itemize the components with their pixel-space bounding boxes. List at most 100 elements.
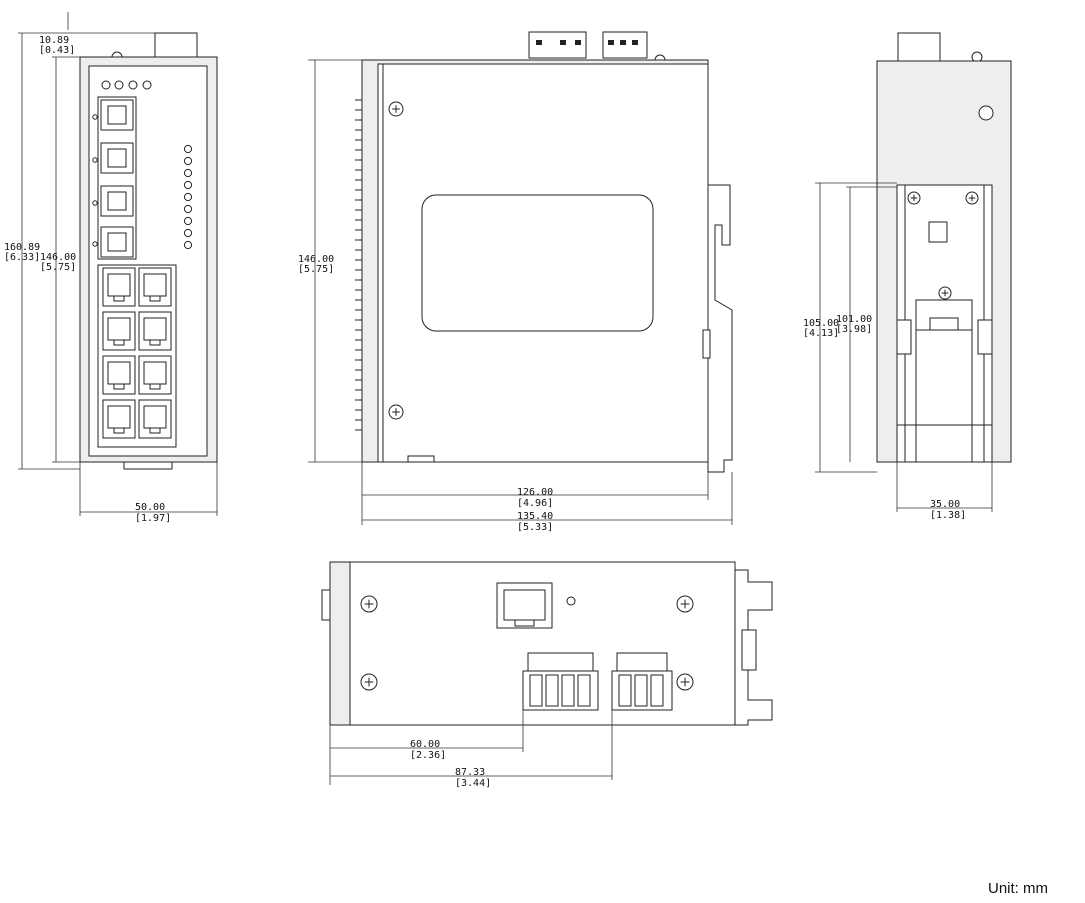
bottom-left-tab (321, 589, 331, 621)
dim-rear-height-inner-mm: 101.00 (836, 314, 872, 325)
bottom-console-latch (514, 619, 535, 627)
dim-rear-height-outer-in: [4.13] (803, 328, 839, 339)
dim-front-body-height-mm: 146.00 (40, 252, 76, 263)
sfp-led-1 (92, 157, 98, 163)
dim-side-height-mm: 146.00 (298, 254, 334, 265)
dim-front-width-mm: 50.00 (135, 502, 165, 513)
rj45-ports (102, 267, 172, 439)
pin-0-0 (536, 40, 542, 45)
side-top-pins (536, 40, 638, 45)
side-led-0 (183, 144, 193, 154)
side-clip-latch (702, 329, 711, 359)
rj-latch-3-0 (113, 427, 125, 434)
front-view: 10.89 [0.43] 160.89 [6.33] 146.00 [5.75]… (4, 12, 218, 524)
rj-latch-2-0 (113, 383, 125, 390)
dim-bottom-offset-2-mm: 87.33 (455, 767, 485, 778)
term2-pin-2 (650, 674, 664, 707)
side-label-area (421, 194, 654, 332)
sfp-led-0 (92, 114, 98, 120)
bottom-din-clip (734, 569, 773, 726)
side-ribs (355, 99, 362, 431)
dim-rear-height-inner-in: [3.98] (836, 324, 872, 335)
side-led-1 (183, 156, 193, 166)
rear-right-tab (977, 319, 993, 355)
sfp-slots (92, 99, 134, 258)
dim-side-height-in: [5.75] (298, 264, 334, 275)
rj-jack-2-0 (107, 361, 131, 385)
side-bottom-tab (407, 455, 435, 463)
side-screws (388, 101, 404, 420)
rear-top-screw-hole (978, 105, 994, 121)
dim-side-depth-body-mm: 126.00 (517, 487, 553, 498)
dim-rear-width-mm: 35.00 (930, 499, 960, 510)
side-led-5 (183, 204, 193, 214)
bottom-console-jack (503, 589, 546, 621)
rj-jack-3-0 (107, 405, 131, 429)
rj-jack-1-1 (143, 317, 167, 341)
side-led-3 (183, 180, 193, 190)
side-led-6 (183, 216, 193, 226)
rj-jack-1-0 (107, 317, 131, 341)
sfp-slot-inner-2 (107, 191, 127, 211)
rj-latch-0-0 (113, 295, 125, 302)
dim-top-offset-mm: 10.89 (39, 35, 69, 46)
bottom-terminal-pins (529, 674, 664, 707)
rj-latch-1-1 (149, 339, 161, 346)
rj-latch-3-1 (149, 427, 161, 434)
bottom-clip-latch (741, 629, 757, 671)
bottom-screws (360, 595, 694, 691)
top-led-3 (142, 80, 152, 90)
bottom-terminal-2-top (616, 652, 668, 672)
rj-jack-0-0 (107, 273, 131, 297)
side-din-clip (707, 184, 733, 473)
dim-rear-height-outer-mm: 105.00 (803, 318, 839, 329)
term2-pin-0 (618, 674, 632, 707)
pin-1-0 (608, 40, 614, 45)
sfp-led-3 (92, 241, 98, 247)
rear-clip-body (915, 329, 973, 463)
term1-pin-1 (545, 674, 559, 707)
term2-pin-1 (634, 674, 648, 707)
rj-latch-1-0 (113, 339, 125, 346)
dim-front-width-in: [1.97] (135, 513, 171, 524)
term1-pin-0 (529, 674, 543, 707)
bottom-view: 60.00 [2.36] 87.33 [3.44] (321, 561, 773, 789)
dim-front-body-height-in: [5.75] (40, 262, 76, 273)
rear-view: 105.00 [4.13] 101.00 [3.98] 35.00 [1.38] (803, 32, 1012, 521)
dim-top-offset-in: [0.43] (39, 45, 75, 56)
bottom-led (566, 596, 576, 606)
dim-front-total-height-in: [6.33] (4, 252, 40, 263)
dim-front-total-height-mm: 160.89 (4, 242, 40, 253)
pin-1-1 (620, 40, 626, 45)
front-top-leds (101, 80, 152, 90)
front-top-terminal (154, 32, 198, 58)
top-led-0 (101, 80, 111, 90)
term1-pin-3 (577, 674, 591, 707)
rj-latch-2-1 (149, 383, 161, 390)
rear-top-terminal (897, 32, 941, 62)
dim-side-depth-body-in: [4.96] (517, 498, 553, 509)
term1-pin-2 (561, 674, 575, 707)
dim-side-depth-total-in: [5.33] (517, 522, 553, 533)
dim-bottom-offset-1-mm: 60.00 (410, 739, 440, 750)
rear-left-tab (896, 319, 912, 355)
rj-jack-2-1 (143, 361, 167, 385)
dim-bottom-offset-1-in: [2.36] (410, 750, 446, 761)
side-led-2 (183, 168, 193, 178)
front-din-clip (123, 461, 173, 470)
sfp-slot-inner-3 (107, 232, 127, 252)
sfp-led-2 (92, 200, 98, 206)
pin-0-2 (575, 40, 581, 45)
unit-label: Unit: mm (988, 880, 1048, 897)
side-view: 146.00 [5.75] 126.00 [4.96] 135.40 [5.33… (298, 31, 733, 533)
sfp-slot-inner-1 (107, 148, 127, 168)
top-led-1 (114, 80, 124, 90)
bottom-terminal-1-top (527, 652, 594, 672)
top-led-2 (128, 80, 138, 90)
dim-bottom-offset-2-in: [3.44] (455, 778, 491, 789)
dim-rear-width-in: [1.38] (930, 510, 966, 521)
dim-side-depth-total-mm: 135.40 (517, 511, 553, 522)
rear-slot (928, 221, 948, 243)
side-led-8 (183, 240, 193, 250)
rj-jack-0-1 (143, 273, 167, 297)
